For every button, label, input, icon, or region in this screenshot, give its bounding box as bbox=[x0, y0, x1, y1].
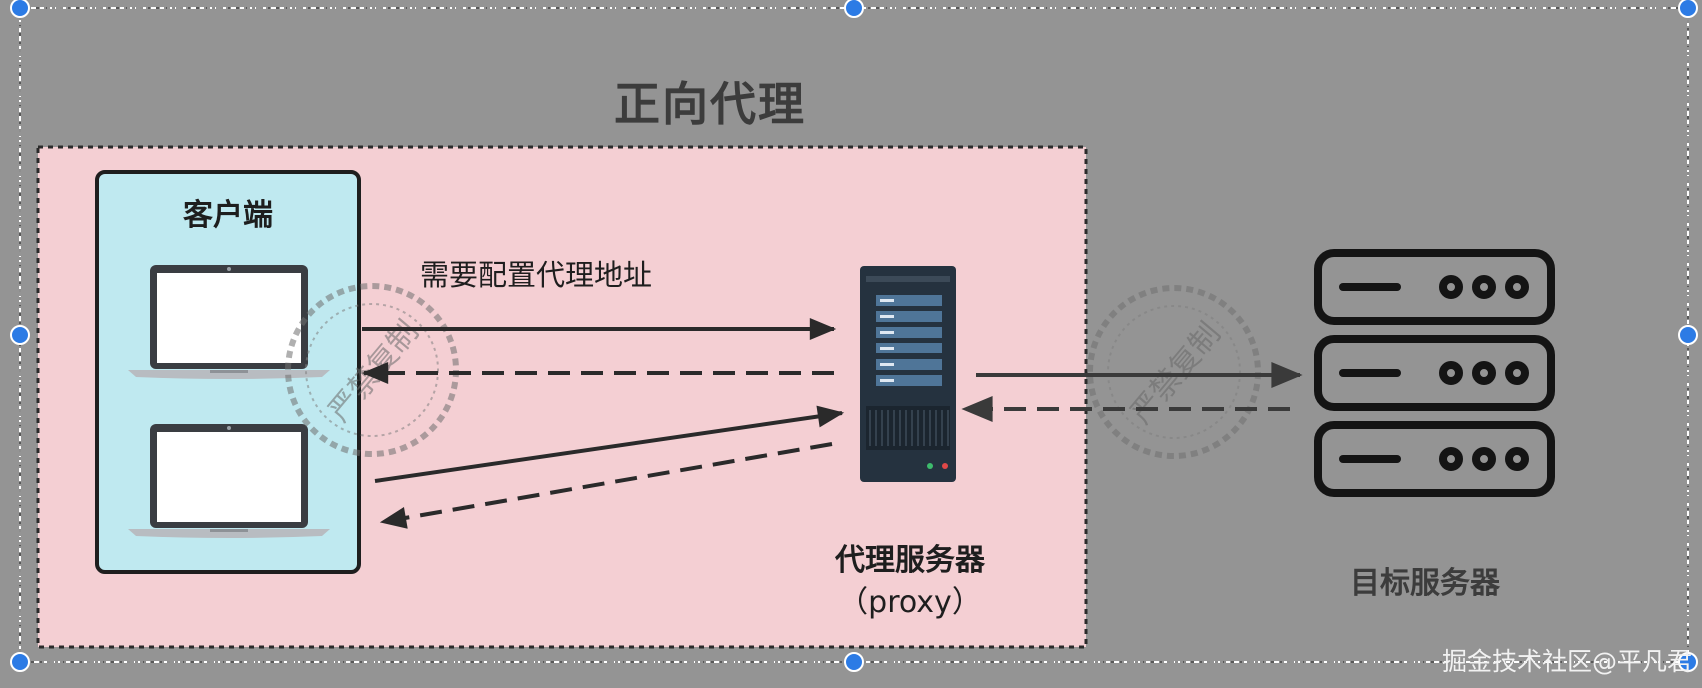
proxy-server-name: 代理服务器 bbox=[835, 543, 985, 578]
target-server-label: 目标服务器 bbox=[1350, 566, 1500, 601]
arrow-label: 需要配置代理地址 bbox=[420, 258, 653, 292]
request-arrow bbox=[374, 405, 845, 483]
diagram-title: 正向代理 bbox=[614, 77, 806, 131]
client-box-title: 客户端 bbox=[183, 198, 273, 233]
site-watermark: 掘金技术社区@平凡君 bbox=[1441, 647, 1692, 676]
laptop-icon bbox=[128, 424, 330, 538]
proxy-server-label: 代理服务器 （proxy） bbox=[790, 540, 1030, 624]
laptop-icon bbox=[128, 265, 330, 379]
server-tower-icon bbox=[860, 266, 956, 482]
response-arrow bbox=[379, 442, 833, 529]
selection-handles[interactable] bbox=[10, 0, 1698, 672]
server-rack-icon bbox=[1314, 249, 1555, 497]
copy-protection-stamp: 严禁复制 bbox=[1087, 285, 1261, 459]
proxy-server-subtitle: （proxy） bbox=[838, 585, 982, 620]
